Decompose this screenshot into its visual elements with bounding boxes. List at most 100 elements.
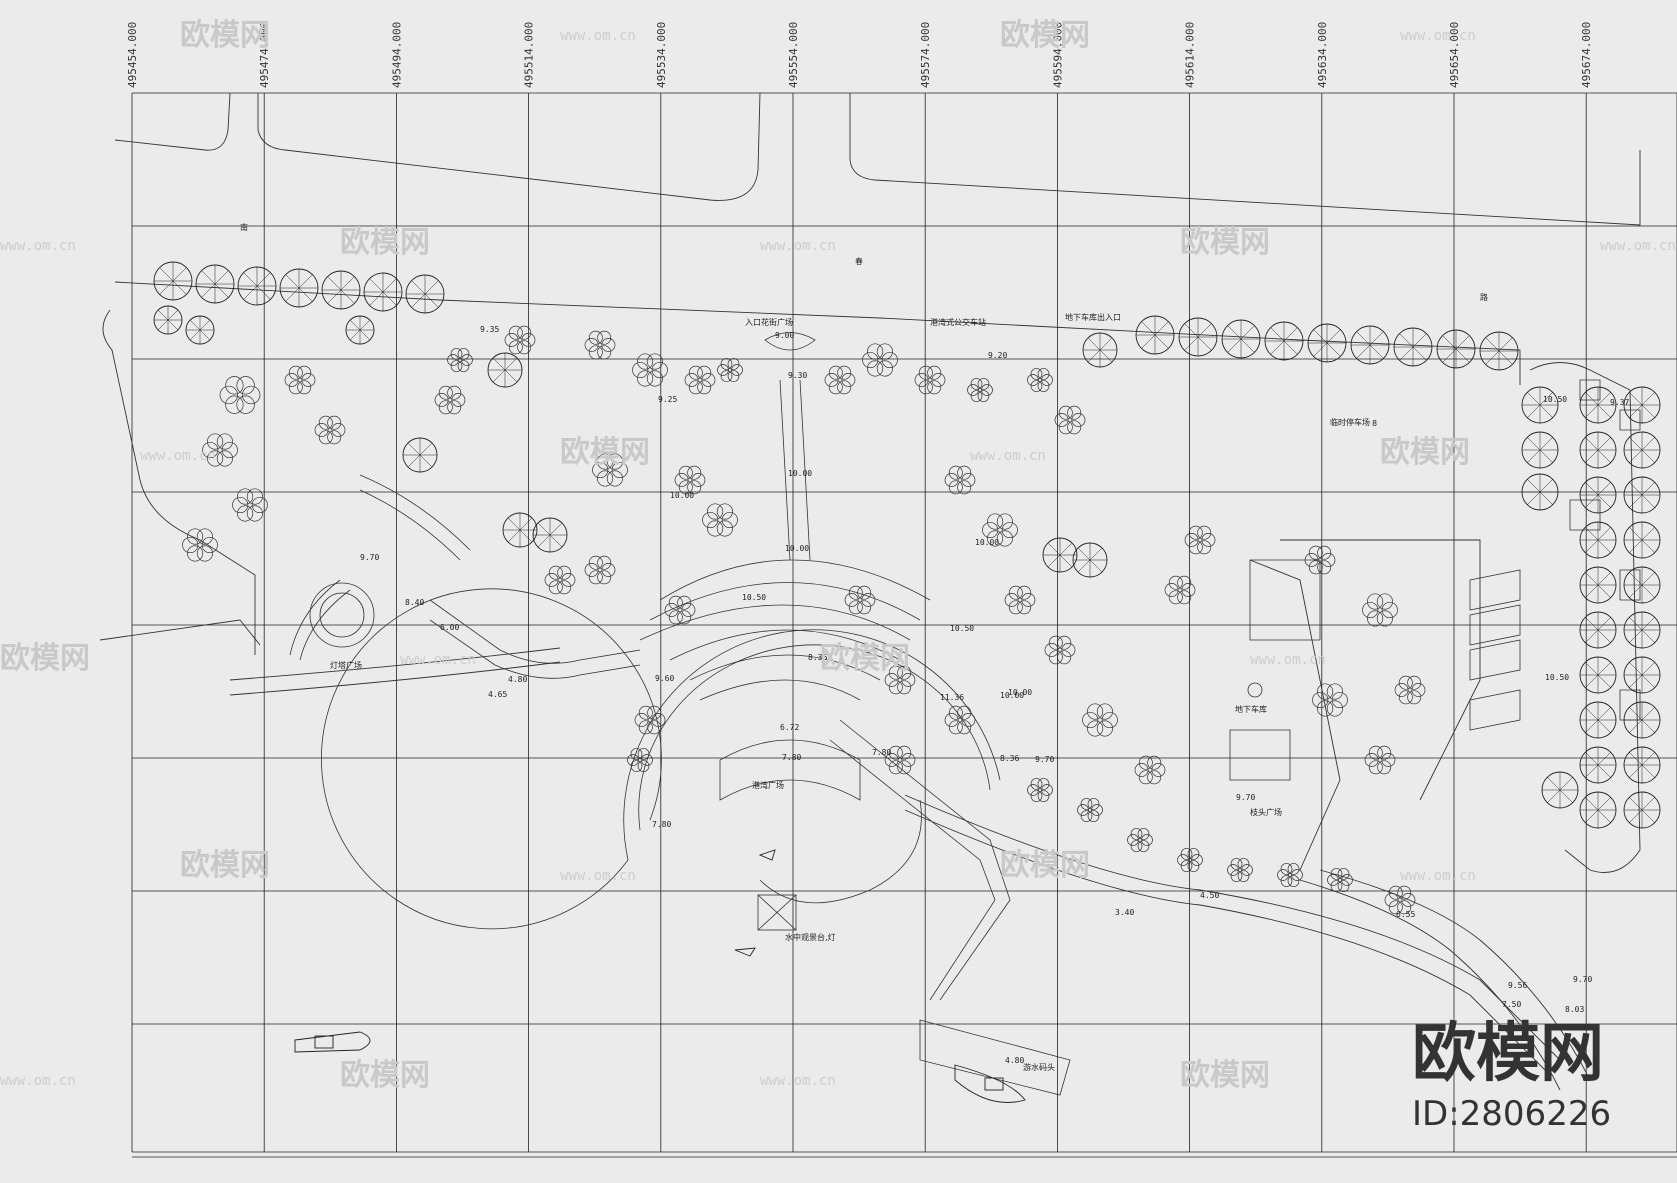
shrub [1304, 545, 1336, 575]
brand-name: 欧模网 [1412, 1017, 1604, 1091]
elevation-label: 10.50 [742, 593, 766, 602]
trees [153, 261, 1661, 829]
tree [1579, 791, 1617, 829]
elevation-label: 6.00 [440, 623, 459, 632]
tree [1521, 431, 1559, 469]
tree [279, 268, 319, 308]
tree [532, 517, 568, 553]
shrub [1164, 575, 1196, 605]
tree [1072, 542, 1108, 578]
tree [185, 315, 215, 345]
watermark-text: 欧模网 [1000, 18, 1090, 53]
shrub [824, 365, 856, 395]
label-underground: 地下车库 [1235, 704, 1267, 714]
tree [1623, 566, 1661, 604]
tree [1393, 327, 1433, 367]
grid-coordinate-label: 495674.000 [1580, 22, 1593, 88]
elevation-label: 4.50 [1200, 891, 1219, 900]
tree [1579, 656, 1617, 694]
watermark-text: 欧模网 [340, 225, 430, 260]
shrub [674, 465, 706, 495]
elevation-label: 8.36 [808, 653, 827, 662]
shrub [884, 665, 916, 695]
tree [1623, 431, 1661, 469]
tree [1623, 521, 1661, 559]
coordinate-grid [131, 92, 1677, 1158]
tree [1479, 331, 1519, 371]
tree [1521, 386, 1559, 424]
tree [1178, 317, 1218, 357]
watermark-url: www.om.cn [760, 238, 836, 254]
elevation-label: 10.00 [785, 544, 809, 553]
shrub [1312, 683, 1348, 717]
shrub [862, 343, 898, 377]
grid-coordinate-label: 495454.000 [126, 22, 139, 88]
tree [1579, 611, 1617, 649]
watermark-text: 欧模网 [1180, 1058, 1270, 1093]
tree [1264, 321, 1304, 361]
tree [487, 352, 523, 388]
watermark-text: 欧模网 [1380, 435, 1470, 470]
shrub [944, 465, 976, 495]
shrub [1184, 525, 1216, 555]
shrub [584, 330, 616, 360]
elevation-label: 9.35 [480, 325, 499, 334]
grid-coordinate-label: 495654.000 [1448, 22, 1461, 88]
shrub [982, 513, 1018, 547]
elevation-label: 8.03 [1565, 1005, 1584, 1014]
elevation-label: 8.40 [405, 598, 424, 607]
elevation-label: 9.37 [1610, 398, 1629, 407]
grid-coordinate-label: 495474.000 [258, 22, 271, 88]
shrub [1384, 885, 1416, 915]
tree [1307, 323, 1347, 363]
label-entrance-plaza: 入口花街广场 [745, 317, 793, 327]
watermark-url: www.om.cn [140, 448, 216, 464]
grid-coordinate-label: 495514.000 [523, 22, 536, 88]
brand-id: ID:2806226 [1412, 1094, 1611, 1134]
watermark-url: www.om.cn [1400, 868, 1476, 884]
grid-coordinate-label: 495554.000 [787, 22, 800, 88]
watermark-url: www.om.cn [1250, 652, 1326, 668]
watermark-text: 欧模网 [180, 18, 270, 53]
elevation-label: 9.00 [775, 331, 794, 340]
tree [1623, 746, 1661, 784]
shrub [1327, 868, 1353, 892]
shrub [884, 745, 916, 775]
elevation-label: 7.80 [652, 820, 671, 829]
label-bus-stop: 港湾式公交车站 [930, 317, 986, 327]
shrub [684, 365, 716, 395]
label-parking-num: 8 [1372, 419, 1377, 428]
shrub [1027, 778, 1053, 802]
elevation-label: 10.50 [1543, 395, 1567, 404]
harbor-plaza-arcs [289, 332, 1641, 1096]
tree [363, 272, 403, 312]
tree [405, 274, 445, 314]
elevation-label: 10.50 [950, 624, 974, 633]
watermarks: 欧模网欧模网欧模网欧模网欧模网欧模网欧模网欧模网欧模网欧模网欧模网欧模网www.… [0, 18, 1676, 1093]
grid-coordinate-label: 495534.000 [655, 22, 668, 88]
shrub [182, 528, 218, 562]
tree [502, 512, 538, 548]
grid-coordinate-label: 495634.000 [1316, 22, 1329, 88]
elevation-label: 9.70 [1573, 975, 1592, 984]
shrub [1362, 593, 1398, 627]
shrub [627, 748, 653, 772]
shrub [1134, 755, 1166, 785]
elevation-label: 7.80 [872, 748, 891, 757]
label-road-a: 路 [1480, 292, 1488, 302]
label-road-c: 南 [240, 222, 248, 232]
watermark-url: www.om.cn [1600, 238, 1676, 254]
shrub [1044, 635, 1076, 665]
tree [1350, 325, 1390, 365]
shrub [1177, 848, 1203, 872]
shrub [844, 585, 876, 615]
watermark-url: www.om.cn [760, 1073, 836, 1089]
grid-coordinate-label: 495574.000 [919, 22, 932, 88]
shrub [1077, 798, 1103, 822]
shrub [504, 325, 536, 355]
grid-coordinate-label: 495494.000 [390, 22, 403, 88]
elevation-label: 4.65 [488, 690, 507, 699]
shrub [584, 555, 616, 585]
shrub [1027, 368, 1053, 392]
